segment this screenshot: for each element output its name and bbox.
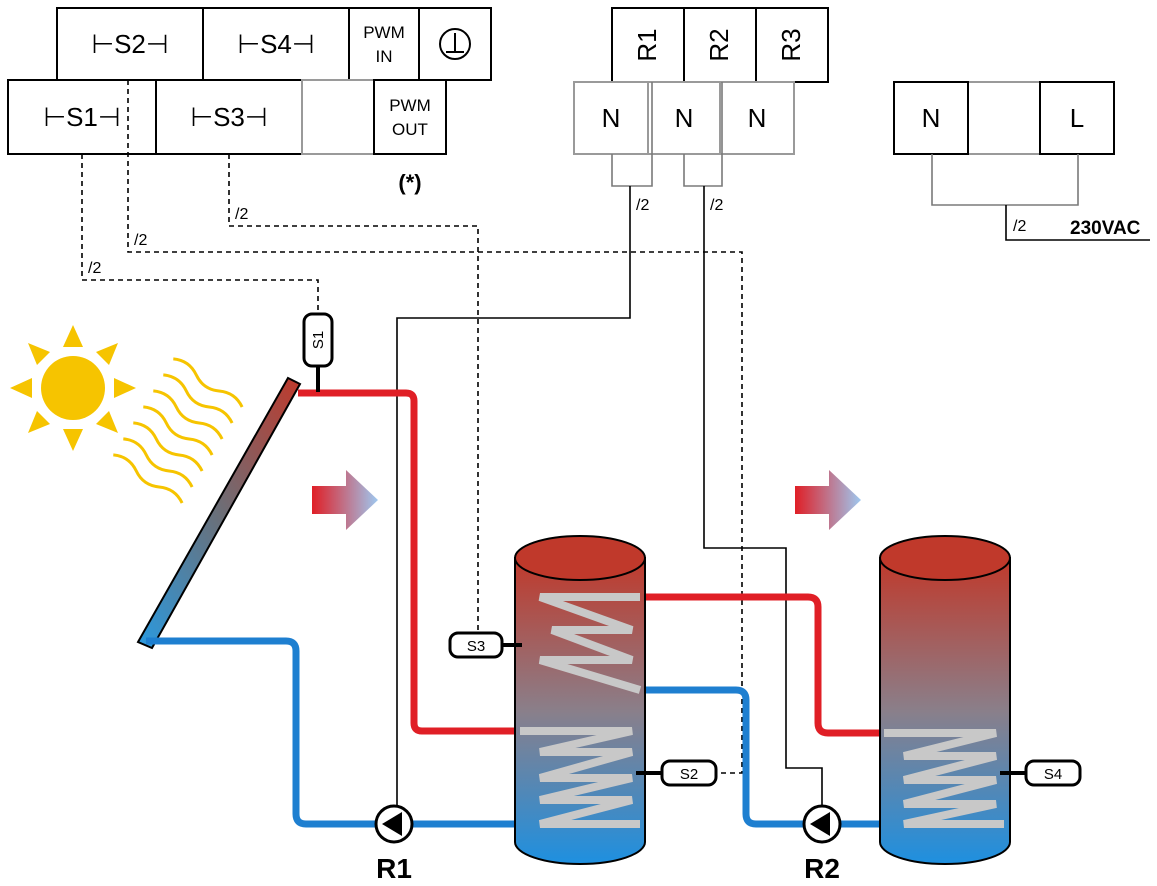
storage-tank-1 bbox=[514, 535, 646, 865]
pump-r1: R1 bbox=[374, 804, 414, 884]
r1-pump-cable bbox=[396, 186, 631, 808]
terminal-s1-label: ⊢S1⊣ bbox=[43, 102, 120, 132]
terminal-s1 bbox=[7, 79, 157, 155]
terminal-power-n-label: N bbox=[922, 103, 941, 133]
relay-terminal-block: R1 R2 R3 N N N bbox=[573, 7, 829, 155]
terminal-r2-label: R2 bbox=[704, 28, 734, 61]
sensor-s3: S3 bbox=[448, 631, 522, 659]
pwm-out-label-line2: OUT bbox=[392, 120, 428, 139]
sensor-s2: S2 bbox=[636, 759, 718, 787]
s1-wire-gauge: /2 bbox=[88, 260, 101, 277]
heat-flow-arrow-2 bbox=[795, 470, 861, 530]
solar-collector bbox=[136, 376, 302, 650]
terminal-s2 bbox=[56, 7, 204, 81]
sensor-cables: /2 /2 /2 bbox=[81, 80, 743, 774]
s1-sensor-cable bbox=[81, 154, 319, 312]
sensor-s2-label: S2 bbox=[680, 766, 698, 783]
sun-rays bbox=[113, 357, 244, 504]
terminal-r1 bbox=[611, 7, 685, 83]
terminal-s2-label: ⊢S2⊣ bbox=[91, 29, 168, 59]
pwm-out-label-line1: PWM bbox=[389, 96, 431, 115]
tank1-upper-coil bbox=[538, 593, 642, 694]
pwm-in-label-line1: PWM bbox=[363, 23, 405, 42]
storage-tank-2 bbox=[879, 535, 1011, 865]
pump-r2: R2 bbox=[802, 804, 842, 884]
s3-sensor-cable bbox=[228, 154, 479, 632]
hot-pipe-transfer bbox=[644, 593, 884, 737]
terminal-power-l-label: L bbox=[1070, 103, 1084, 133]
hot-pipe-collector bbox=[298, 389, 520, 735]
relay-neutral-row bbox=[573, 81, 795, 155]
relay-cables: /2 /2 bbox=[396, 82, 823, 808]
r1-cable-loop bbox=[611, 82, 653, 187]
terminal-s4 bbox=[202, 7, 350, 81]
r2-pump-cable bbox=[703, 186, 823, 808]
sensor-s4-label: S4 bbox=[1044, 766, 1062, 783]
terminal-n3-label: N bbox=[748, 103, 767, 133]
pump-r2-label: R2 bbox=[804, 853, 840, 884]
s3-wire-gauge: /2 bbox=[235, 206, 248, 223]
heat-flow-arrow-1 bbox=[312, 470, 378, 530]
tank2-coil bbox=[884, 729, 1004, 828]
tank1-lower-coil bbox=[520, 727, 640, 828]
r2-cable-loop bbox=[683, 82, 723, 187]
pipes bbox=[146, 389, 884, 828]
sensor-s4: S4 bbox=[1000, 759, 1082, 787]
r1-wire-gauge: /2 bbox=[636, 197, 649, 214]
footnote-marker: (*) bbox=[398, 170, 421, 195]
sensor-s1: S1 bbox=[302, 312, 334, 392]
terminal-power-n bbox=[893, 81, 969, 155]
terminal-n2-label: N bbox=[675, 103, 694, 133]
terminal-n1-label: N bbox=[602, 103, 621, 133]
mains-cable-loop bbox=[931, 154, 1079, 206]
mains-cable bbox=[1005, 205, 1150, 241]
cold-pipe-transfer bbox=[644, 686, 804, 828]
terminal-r3-label: R3 bbox=[776, 28, 806, 61]
s2-wire-gauge: /2 bbox=[134, 232, 147, 249]
ground-icon bbox=[439, 28, 471, 60]
terminal-pwm-in bbox=[348, 7, 420, 81]
r2-wire-gauge: /2 bbox=[710, 197, 723, 214]
cold-pipe-collector bbox=[146, 637, 376, 828]
terminal-power-l bbox=[1039, 81, 1115, 155]
controller-terminal-block: ⊢S2⊣ ⊢S4⊣ PWM IN ⊢S1⊣ ⊢S3⊣ PWM OUT (*) bbox=[7, 7, 492, 195]
terminal-r1-label: R1 bbox=[632, 28, 662, 61]
sensor-s3-label: S3 bbox=[467, 638, 485, 655]
mains-wire-gauge: /2 bbox=[1013, 218, 1026, 235]
pump-r1-label: R1 bbox=[376, 853, 412, 884]
terminal-pwm-out bbox=[373, 79, 447, 155]
voltage-label: 230VAC bbox=[1070, 218, 1141, 239]
s2-sensor-cable bbox=[127, 80, 743, 774]
terminal-empty bbox=[301, 79, 375, 155]
sun-icon bbox=[10, 325, 136, 451]
sensor-s1-label: S1 bbox=[310, 331, 327, 349]
terminal-s4-label: ⊢S4⊣ bbox=[237, 29, 314, 59]
power-terminal-block: N L /2 230VAC bbox=[893, 81, 1150, 241]
pwm-in-label-line2: IN bbox=[376, 47, 393, 66]
terminal-s3-label: ⊢S3⊣ bbox=[190, 102, 267, 132]
